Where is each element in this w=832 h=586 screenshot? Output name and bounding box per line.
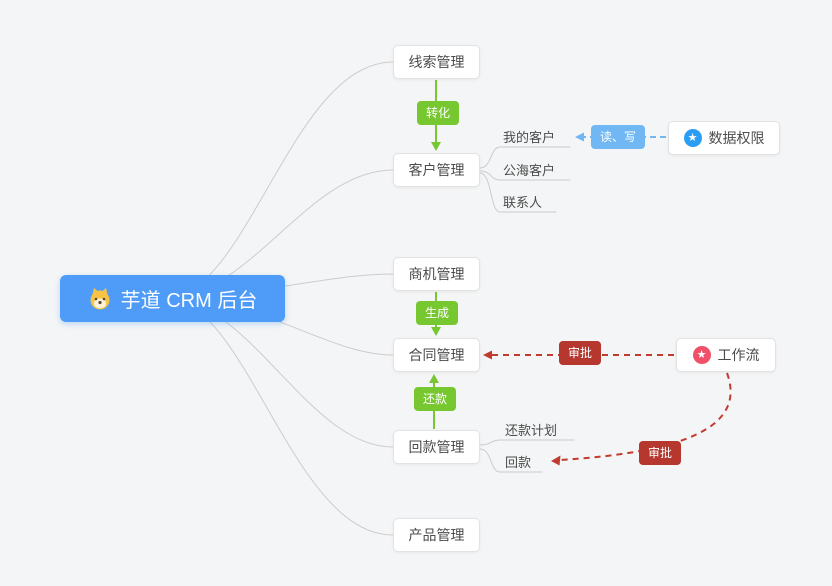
edge-receivable-plan [479, 439, 575, 446]
edge-label-approve-receivable: 审批 [639, 441, 682, 465]
edge-label-repay: 还款 [414, 387, 457, 411]
node-label: 合同管理 [408, 347, 465, 363]
node-customer-management[interactable]: 客户管理 [393, 153, 480, 187]
arrow-convert-head [431, 142, 441, 151]
edge-customer-my-customers [479, 146, 571, 169]
node-receivable-management[interactable]: 回款管理 [393, 430, 480, 464]
edge-label-convert: 转化 [417, 101, 460, 125]
node-label: 数据权限 [708, 130, 765, 146]
shiba-logo-icon [88, 287, 112, 311]
node-label: 商机管理 [408, 266, 465, 282]
leaf-repayment-plan[interactable]: 还款计划 [505, 423, 558, 438]
node-lead-management[interactable]: 线索管理 [393, 45, 480, 79]
node-label: 产品管理 [408, 527, 465, 543]
arrow-generate-head [431, 327, 441, 336]
edge-label-generate: 生成 [416, 301, 459, 325]
node-label: 客户管理 [408, 162, 465, 178]
star-icon: ★ [692, 346, 711, 364]
node-workflow[interactable]: ★ 工作流 [676, 338, 776, 372]
arrow-repay-head [429, 374, 439, 383]
arrow-read-write-head [575, 132, 584, 142]
edge-label-read-write: 读、写 [591, 125, 646, 149]
leaf-contacts[interactable]: 联系人 [503, 195, 543, 210]
node-product-management[interactable]: 产品管理 [393, 518, 480, 552]
arrow-approve-contract-head [483, 350, 492, 360]
node-contract-management[interactable]: 合同管理 [393, 338, 480, 372]
edge-customer-contacts [479, 172, 557, 213]
node-opportunity-management[interactable]: 商机管理 [393, 257, 480, 291]
edge-root-product [171, 297, 394, 536]
edge-root-lead [171, 61, 394, 299]
root-node-label: 芋道 CRM 后台 [120, 290, 258, 312]
edge-receivable-payment [479, 448, 543, 473]
node-label: 线索管理 [408, 54, 465, 70]
leaf-receivable[interactable]: 回款 [505, 455, 532, 470]
leaf-my-customers[interactable]: 我的客户 [503, 130, 556, 145]
arrow-approve-receivable-head [551, 455, 561, 466]
edge-label-approve-contract: 审批 [559, 341, 602, 365]
root-node[interactable]: 芋道 CRM 后台 [60, 275, 285, 322]
node-label: 回款管理 [408, 439, 465, 455]
star-icon: ★ [683, 129, 702, 147]
edge-customer-pool-customers [479, 170, 571, 181]
leaf-public-pool-customers[interactable]: 公海客户 [503, 163, 556, 178]
node-data-permission[interactable]: ★ 数据权限 [668, 121, 780, 155]
node-label: 工作流 [717, 347, 760, 363]
